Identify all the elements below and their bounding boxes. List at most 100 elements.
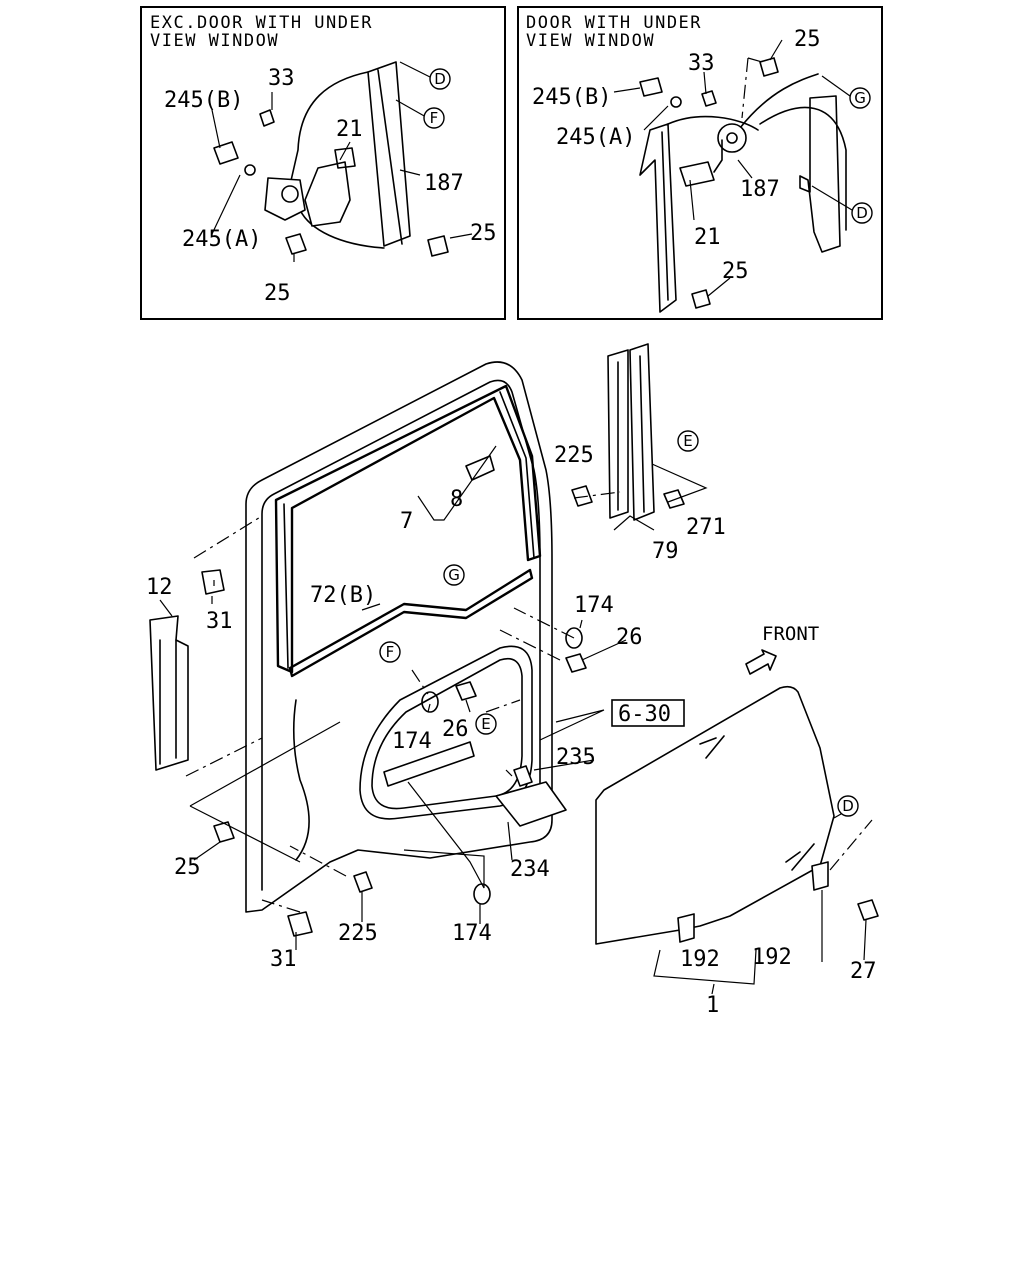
nut-245a-left [244,164,256,176]
inset-caption-left-line2: VIEW WINDOW [150,31,279,51]
callout-f-main: F [379,641,401,663]
door-inner-contour [292,699,310,861]
svg-text:G: G [448,566,460,584]
belt-molding-72b [288,568,534,678]
nut-26-center [455,681,477,701]
label-33-r: 33 [688,51,715,76]
inner-panel-opening [359,645,533,820]
door-shell [245,361,553,913]
svg-text:E: E [481,715,490,733]
leaders-main [159,445,867,995]
glass-reflection [699,735,815,871]
run-channel-12 [149,615,189,771]
label-31-lower: 31 [270,947,297,972]
glass-clip-192a [677,913,695,943]
bolt-25-bottom-left [285,233,307,255]
bolt-235 [513,765,533,787]
bracket-245b-right [639,77,663,97]
svg-text:F: F [386,643,395,661]
label-25-top-r: 25 [794,27,821,52]
label-234: 234 [510,857,550,882]
label-174-c: 174 [452,921,492,946]
dashed-alignment-lines [185,491,873,913]
front-arrow-icon [745,649,777,675]
label-225-lower: 225 [338,921,378,946]
dash-link-right [741,57,763,119]
label-26-center: 26 [442,717,469,742]
label-187-r: 187 [740,177,780,202]
svg-text:D: D [842,797,854,815]
bolt-33-right [701,90,717,107]
run-channel-12-detail [159,639,177,765]
leaders-left [211,92,473,262]
door-shell-inner [261,379,541,891]
glass-clip-192b [811,861,829,891]
plug-174-c [473,883,491,905]
label-235: 235 [556,745,596,770]
inset-exc-under-view-window: EXC.DOOR WITH UNDER VIEW WINDOW 33 245(B… [140,6,506,320]
drum-hub-left [281,185,299,203]
svg-text:F: F [430,109,439,127]
regulator-cable-right [667,73,847,231]
bolt-25-bottom-right [691,289,711,309]
label-26-right: 26 [616,625,643,650]
bumper-31-lower [287,911,313,937]
label-27: 27 [850,959,877,984]
drum-hub-right [726,132,738,144]
callout-d-left: D [399,61,451,90]
callout-d-main: D [837,795,859,817]
window-channel-inner [283,391,535,669]
bolt-27 [857,899,879,921]
inset-caption-left-line1: EXC.DOOR WITH UNDER [150,13,373,33]
bolt-225-lower [353,871,373,893]
regulator-cable-left [289,71,385,249]
rear-rail-right [799,95,841,253]
bolt-25-main [213,821,235,843]
run-channel-79-detail [617,355,645,513]
label-245a-r: 245(A) [556,125,635,150]
label-192-right: 192 [752,945,792,970]
bracket-234 [495,781,567,827]
label-21-r: 21 [694,225,721,250]
label-31-upper: 31 [206,609,233,634]
front-label: FRONT [762,623,819,645]
bolt-25-right-left [427,235,449,257]
nut-245a-right [670,96,682,108]
lower-slot [383,741,475,787]
label-8: 8 [450,487,463,512]
inner-panel-opening-inner [371,657,523,810]
window-channel-7 [274,384,542,674]
svg-text:E: E [683,432,692,450]
svg-text:G: G [854,89,866,107]
svg-text:D: D [434,70,446,88]
inset-caption-right-line2: VIEW WINDOW [526,31,655,51]
label-245a: 245(A) [182,227,261,252]
plug-174-a [565,627,583,649]
inset-caption-right-line1: DOOR WITH UNDER [526,13,702,33]
label-25-bottom-r: 25 [722,259,749,284]
label-1: 1 [706,993,719,1018]
reference-box-6-30[interactable]: 6-30 [611,699,685,727]
bolt-25-top-right [759,57,779,77]
label-25-right: 25 [470,221,497,246]
regulator-drum-right [717,123,747,153]
window-motor-right [679,161,715,187]
label-21: 21 [336,117,363,142]
label-79: 79 [652,539,679,564]
callout-e-main: E [475,713,497,735]
label-271: 271 [686,515,726,540]
label-245b: 245(B) [164,88,243,113]
callout-e-upper: E [677,430,699,452]
bolt-225-upper [571,485,593,507]
label-245b-r: 245(B) [532,85,611,110]
inset-under-view-window: DOOR WITH UNDER VIEW WINDOW 25 33 245(B)… [517,6,883,320]
label-25-main: 25 [174,855,201,880]
clip-271 [663,489,685,509]
label-72b: 72(B) [310,583,376,608]
label-187: 187 [424,171,464,196]
svg-text:D: D [856,204,868,222]
leaders-right [613,39,783,297]
window-motor-left [304,161,351,227]
callout-f-left: F [395,99,445,129]
